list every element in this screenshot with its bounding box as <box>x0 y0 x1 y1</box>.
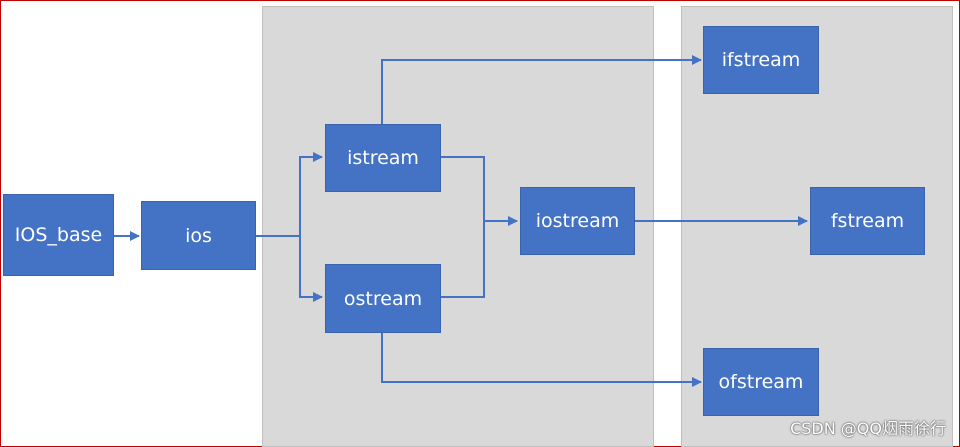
node-ios-base: IOS_base <box>3 194 114 276</box>
node-istream: istream <box>325 124 441 192</box>
arrow-ios-to-istream <box>256 152 323 237</box>
arrow-ios-to-ostream <box>299 236 323 302</box>
node-fstream: fstream <box>810 187 925 255</box>
arrow-ostream-to-ofstream <box>381 333 702 387</box>
arrow-ostream-to-iostream <box>441 221 485 298</box>
node-ostream: ostream <box>325 264 441 333</box>
node-ofstream: ofstream <box>703 348 819 416</box>
watermark: CSDN @QQ烟雨徐行 <box>790 419 946 438</box>
arrow-istream-to-iostream <box>441 156 518 226</box>
node-iostream: iostream <box>520 187 635 255</box>
arrow-istream-to-ifstream <box>381 55 702 124</box>
node-ios: ios <box>141 201 256 270</box>
node-ifstream: ifstream <box>703 26 819 94</box>
